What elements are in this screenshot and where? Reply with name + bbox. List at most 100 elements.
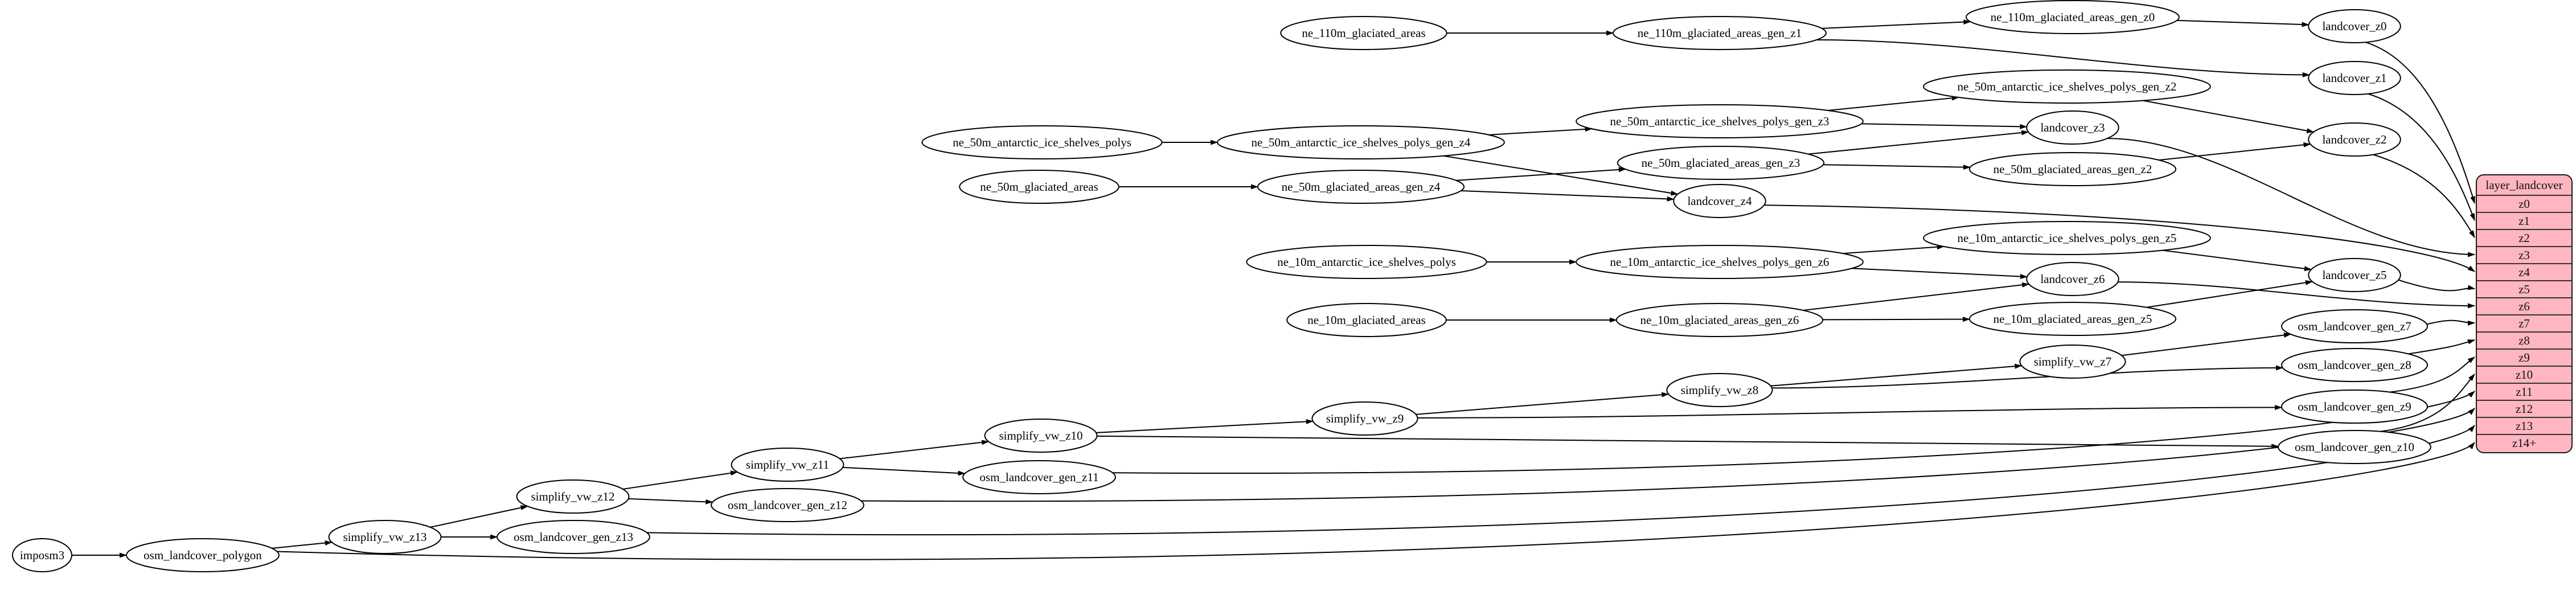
node-ne_10m_antarctic_ice_shelves_polys_gen_z6: ne_10m_antarctic_ice_shelves_polys_gen_z… — [1576, 245, 1864, 279]
node-osm_landcover_gen_z9: osm_landcover_gen_z9 — [2281, 389, 2428, 424]
node-ellipse-landcover_z1 — [2308, 61, 2401, 95]
node-label-osm_landcover_gen_z11: osm_landcover_gen_z11 — [979, 470, 1098, 484]
node-label-ne_50m_antarctic_ice_shelves_polys_gen_z4: ne_50m_antarctic_ice_shelves_polys_gen_z… — [1252, 136, 1471, 149]
node-simplify_vw_z10: simplify_vw_z10 — [984, 419, 1098, 453]
node-ne_110m_glaciated_areas_gen_z1: ne_110m_glaciated_areas_gen_z1 — [1613, 16, 1827, 50]
edge-osm_landcover_gen_z13-to-z13 — [647, 425, 2475, 536]
node-ellipse-simplify_vw_z12 — [516, 479, 630, 514]
node-ellipse-ne_50m_antarctic_ice_shelves_polys_gen_z4 — [1217, 125, 1505, 159]
node-ellipse-simplify_vw_z8 — [1666, 373, 1773, 407]
node-label-ne_50m_glaciated_areas_gen_z2: ne_50m_glaciated_areas_gen_z2 — [1993, 162, 2152, 176]
node-ellipse-simplify_vw_z9 — [1311, 401, 1418, 436]
table-row-z7: z7 — [2477, 315, 2571, 333]
edge-simplify_vw_z13-to-simplify_vw_z12 — [430, 505, 528, 528]
node-label-ne_10m_glaciated_areas_gen_z6: ne_10m_glaciated_areas_gen_z6 — [1640, 313, 1799, 327]
node-ellipse-osm_landcover_gen_z7 — [2281, 309, 2428, 343]
node-landcover_z5: landcover_z5 — [2308, 258, 2401, 292]
node-osm_landcover_gen_z8: osm_landcover_gen_z8 — [2281, 348, 2428, 382]
node-ne_50m_glaciated_areas_gen_z2: ne_50m_glaciated_areas_gen_z2 — [1968, 152, 2177, 186]
node-label-ne_110m_glaciated_areas_gen_z1: ne_110m_glaciated_areas_gen_z1 — [1638, 26, 1802, 40]
node-label-osm_landcover_gen_z9: osm_landcover_gen_z9 — [2298, 400, 2411, 413]
node-ellipse-ne_110m_glaciated_areas_gen_z1 — [1613, 16, 1827, 50]
node-label-landcover_z4: landcover_z4 — [1687, 194, 1752, 208]
node-simplify_vw_z13: simplify_vw_z13 — [328, 520, 442, 554]
edge-landcover_z2-to-z2 — [2373, 154, 2475, 238]
edge-landcover_z0-to-z0 — [2365, 42, 2475, 204]
node-ne_10m_antarctic_ice_shelves_polys: ne_10m_antarctic_ice_shelves_polys — [1246, 245, 1487, 279]
table-row-z3: z3 — [2477, 247, 2571, 264]
node-label-landcover_z1: landcover_z1 — [2322, 71, 2386, 85]
edge-landcover_z4-to-z4 — [1764, 204, 2475, 272]
node-osm_landcover_gen_z7: osm_landcover_gen_z7 — [2281, 309, 2428, 343]
node-simplify_vw_z8: simplify_vw_z8 — [1666, 373, 1773, 407]
edge-simplify_vw_z12-to-simplify_vw_z11 — [622, 470, 739, 490]
node-label-ne_10m_antarctic_ice_shelves_polys_gen_z5: ne_10m_antarctic_ice_shelves_polys_gen_z… — [1958, 231, 2177, 245]
node-ellipse-landcover_z4 — [1673, 184, 1766, 218]
node-ellipse-ne_50m_glaciated_areas — [959, 170, 1119, 204]
edge-simplify_vw_z9-to-osm_landcover_gen_z9 — [1417, 405, 2283, 419]
node-ellipse-osm_landcover_gen_z10 — [2278, 430, 2431, 464]
edge-ne_50m_antarctic_ice_shelves_polys_gen_z3-to-landcover_z3 — [1861, 123, 2028, 129]
edge-simplify_vw_z12-to-osm_landcover_gen_z12 — [628, 498, 713, 505]
edge-osm_landcover_gen_z11-to-z11 — [1113, 391, 2475, 474]
edge-simplify_vw_z10-to-simplify_vw_z9 — [1096, 419, 1314, 433]
node-ellipse-osm_landcover_gen_z12 — [711, 488, 864, 522]
node-label-landcover_z0: landcover_z0 — [2322, 19, 2386, 33]
edge-ne_110m_glaciated_areas_gen_z1-to-landcover_z1 — [1816, 39, 2310, 77]
node-landcover_z6: landcover_z6 — [2026, 262, 2119, 296]
node-label-landcover_z6: landcover_z6 — [2040, 272, 2105, 286]
edge-ne_10m_antarctic_ice_shelves_polys_gen_z6-to-ne_10m_antarctic_ice_shelves_polys_gen_z5 — [1843, 244, 1945, 255]
node-ellipse-ne_10m_glaciated_areas_gen_z5 — [1968, 302, 2177, 336]
edge-osm_landcover_gen_z7-to-z7 — [2426, 319, 2475, 326]
edge-ne_50m_antarctic_ice_shelves_polys_gen_z2-to-landcover_z2 — [2143, 100, 2315, 134]
node-ellipse-ne_50m_glaciated_areas_gen_z4 — [1257, 170, 1465, 204]
node-simplify_vw_z9: simplify_vw_z9 — [1311, 401, 1418, 436]
node-ne_50m_glaciated_areas_gen_z3: ne_50m_glaciated_areas_gen_z3 — [1617, 146, 1825, 180]
table-row-z13: z13 — [2477, 418, 2571, 435]
node-landcover_z1: landcover_z1 — [2308, 61, 2401, 95]
node-label-simplify_vw_z13: simplify_vw_z13 — [343, 530, 427, 544]
node-osm_landcover_gen_z10: osm_landcover_gen_z10 — [2278, 430, 2431, 464]
edge-simplify_vw_z9-to-simplify_vw_z8 — [1416, 392, 1670, 415]
node-ellipse-imposm3 — [12, 538, 72, 572]
edge-osm_landcover_polygon-to-simplify_vw_z13 — [272, 540, 333, 549]
edge-simplify_vw_z11-to-simplify_vw_z10 — [839, 440, 990, 460]
table-row-z14plus: z14+ — [2512, 436, 2537, 450]
node-label-ne_50m_antarctic_ice_shelves_polys_gen_z2: ne_50m_antarctic_ice_shelves_polys_gen_z… — [1958, 80, 2177, 93]
node-ellipse-landcover_z2 — [2308, 122, 2401, 157]
node-ellipse-simplify_vw_z10 — [984, 419, 1098, 453]
node-label-ne_50m_glaciated_areas: ne_50m_glaciated_areas — [980, 180, 1098, 194]
node-ellipse-ne_50m_antarctic_ice_shelves_polys_gen_z2 — [1923, 69, 2211, 104]
node-ne_50m_antarctic_ice_shelves_polys_gen_z2: ne_50m_antarctic_ice_shelves_polys_gen_z… — [1923, 69, 2211, 104]
node-ellipse-ne_10m_antarctic_ice_shelves_polys_gen_z6 — [1576, 245, 1864, 279]
table-row-z2: z2 — [2477, 230, 2571, 247]
node-label-osm_landcover_gen_z8: osm_landcover_gen_z8 — [2298, 358, 2411, 372]
node-label-ne_50m_antarctic_ice_shelves_polys: ne_50m_antarctic_ice_shelves_polys — [953, 136, 1131, 149]
edge-ne_50m_glaciated_areas_gen_z4-to-landcover_z4 — [1461, 190, 1675, 202]
node-ne_50m_antarctic_ice_shelves_polys: ne_50m_antarctic_ice_shelves_polys — [921, 125, 1163, 159]
edge-ne_10m_glaciated_areas_gen_z5-to-landcover_z5 — [2146, 280, 2313, 308]
edge-osm_landcover_gen_z8-to-z8 — [2408, 339, 2475, 355]
table-row-z9: z9 — [2477, 350, 2571, 367]
edge-ne_50m_glaciated_areas_gen_z3-to-landcover_z3 — [1808, 130, 2029, 155]
node-label-simplify_vw_z8: simplify_vw_z8 — [1681, 383, 1759, 397]
node-label-simplify_vw_z11: simplify_vw_z11 — [746, 458, 829, 471]
table-row-z12: z12 — [2477, 401, 2571, 418]
edge-ne_50m_antarctic_ice_shelves_polys_gen_z4-to-landcover_z4 — [1443, 155, 1679, 196]
table-row-z6: z6 — [2477, 298, 2571, 315]
table-row-z11: z11 — [2477, 384, 2571, 401]
node-label-ne_10m_antarctic_ice_shelves_polys: ne_10m_antarctic_ice_shelves_polys — [1277, 255, 1456, 269]
node-label-imposm3: imposm3 — [20, 548, 64, 562]
node-osm_landcover_gen_z12: osm_landcover_gen_z12 — [711, 488, 864, 522]
node-ellipse-landcover_z3 — [2026, 110, 2119, 145]
node-label-ne_10m_glaciated_areas: ne_10m_glaciated_areas — [1307, 313, 1426, 327]
edge-ne_50m_antarctic_ice_shelves_polys_gen_z3-to-ne_50m_antarctic_ice_shelves_polys_gen_z2 — [1828, 95, 1959, 111]
node-label-osm_landcover_gen_z10: osm_landcover_gen_z10 — [2295, 440, 2414, 454]
node-osm_landcover_gen_z13: osm_landcover_gen_z13 — [497, 520, 650, 554]
table-row-z10: z10 — [2477, 367, 2571, 384]
node-osm_landcover_gen_z11: osm_landcover_gen_z11 — [962, 460, 1116, 494]
node-ne_50m_antarctic_ice_shelves_polys_gen_z3: ne_50m_antarctic_ice_shelves_polys_gen_z… — [1576, 104, 1864, 138]
